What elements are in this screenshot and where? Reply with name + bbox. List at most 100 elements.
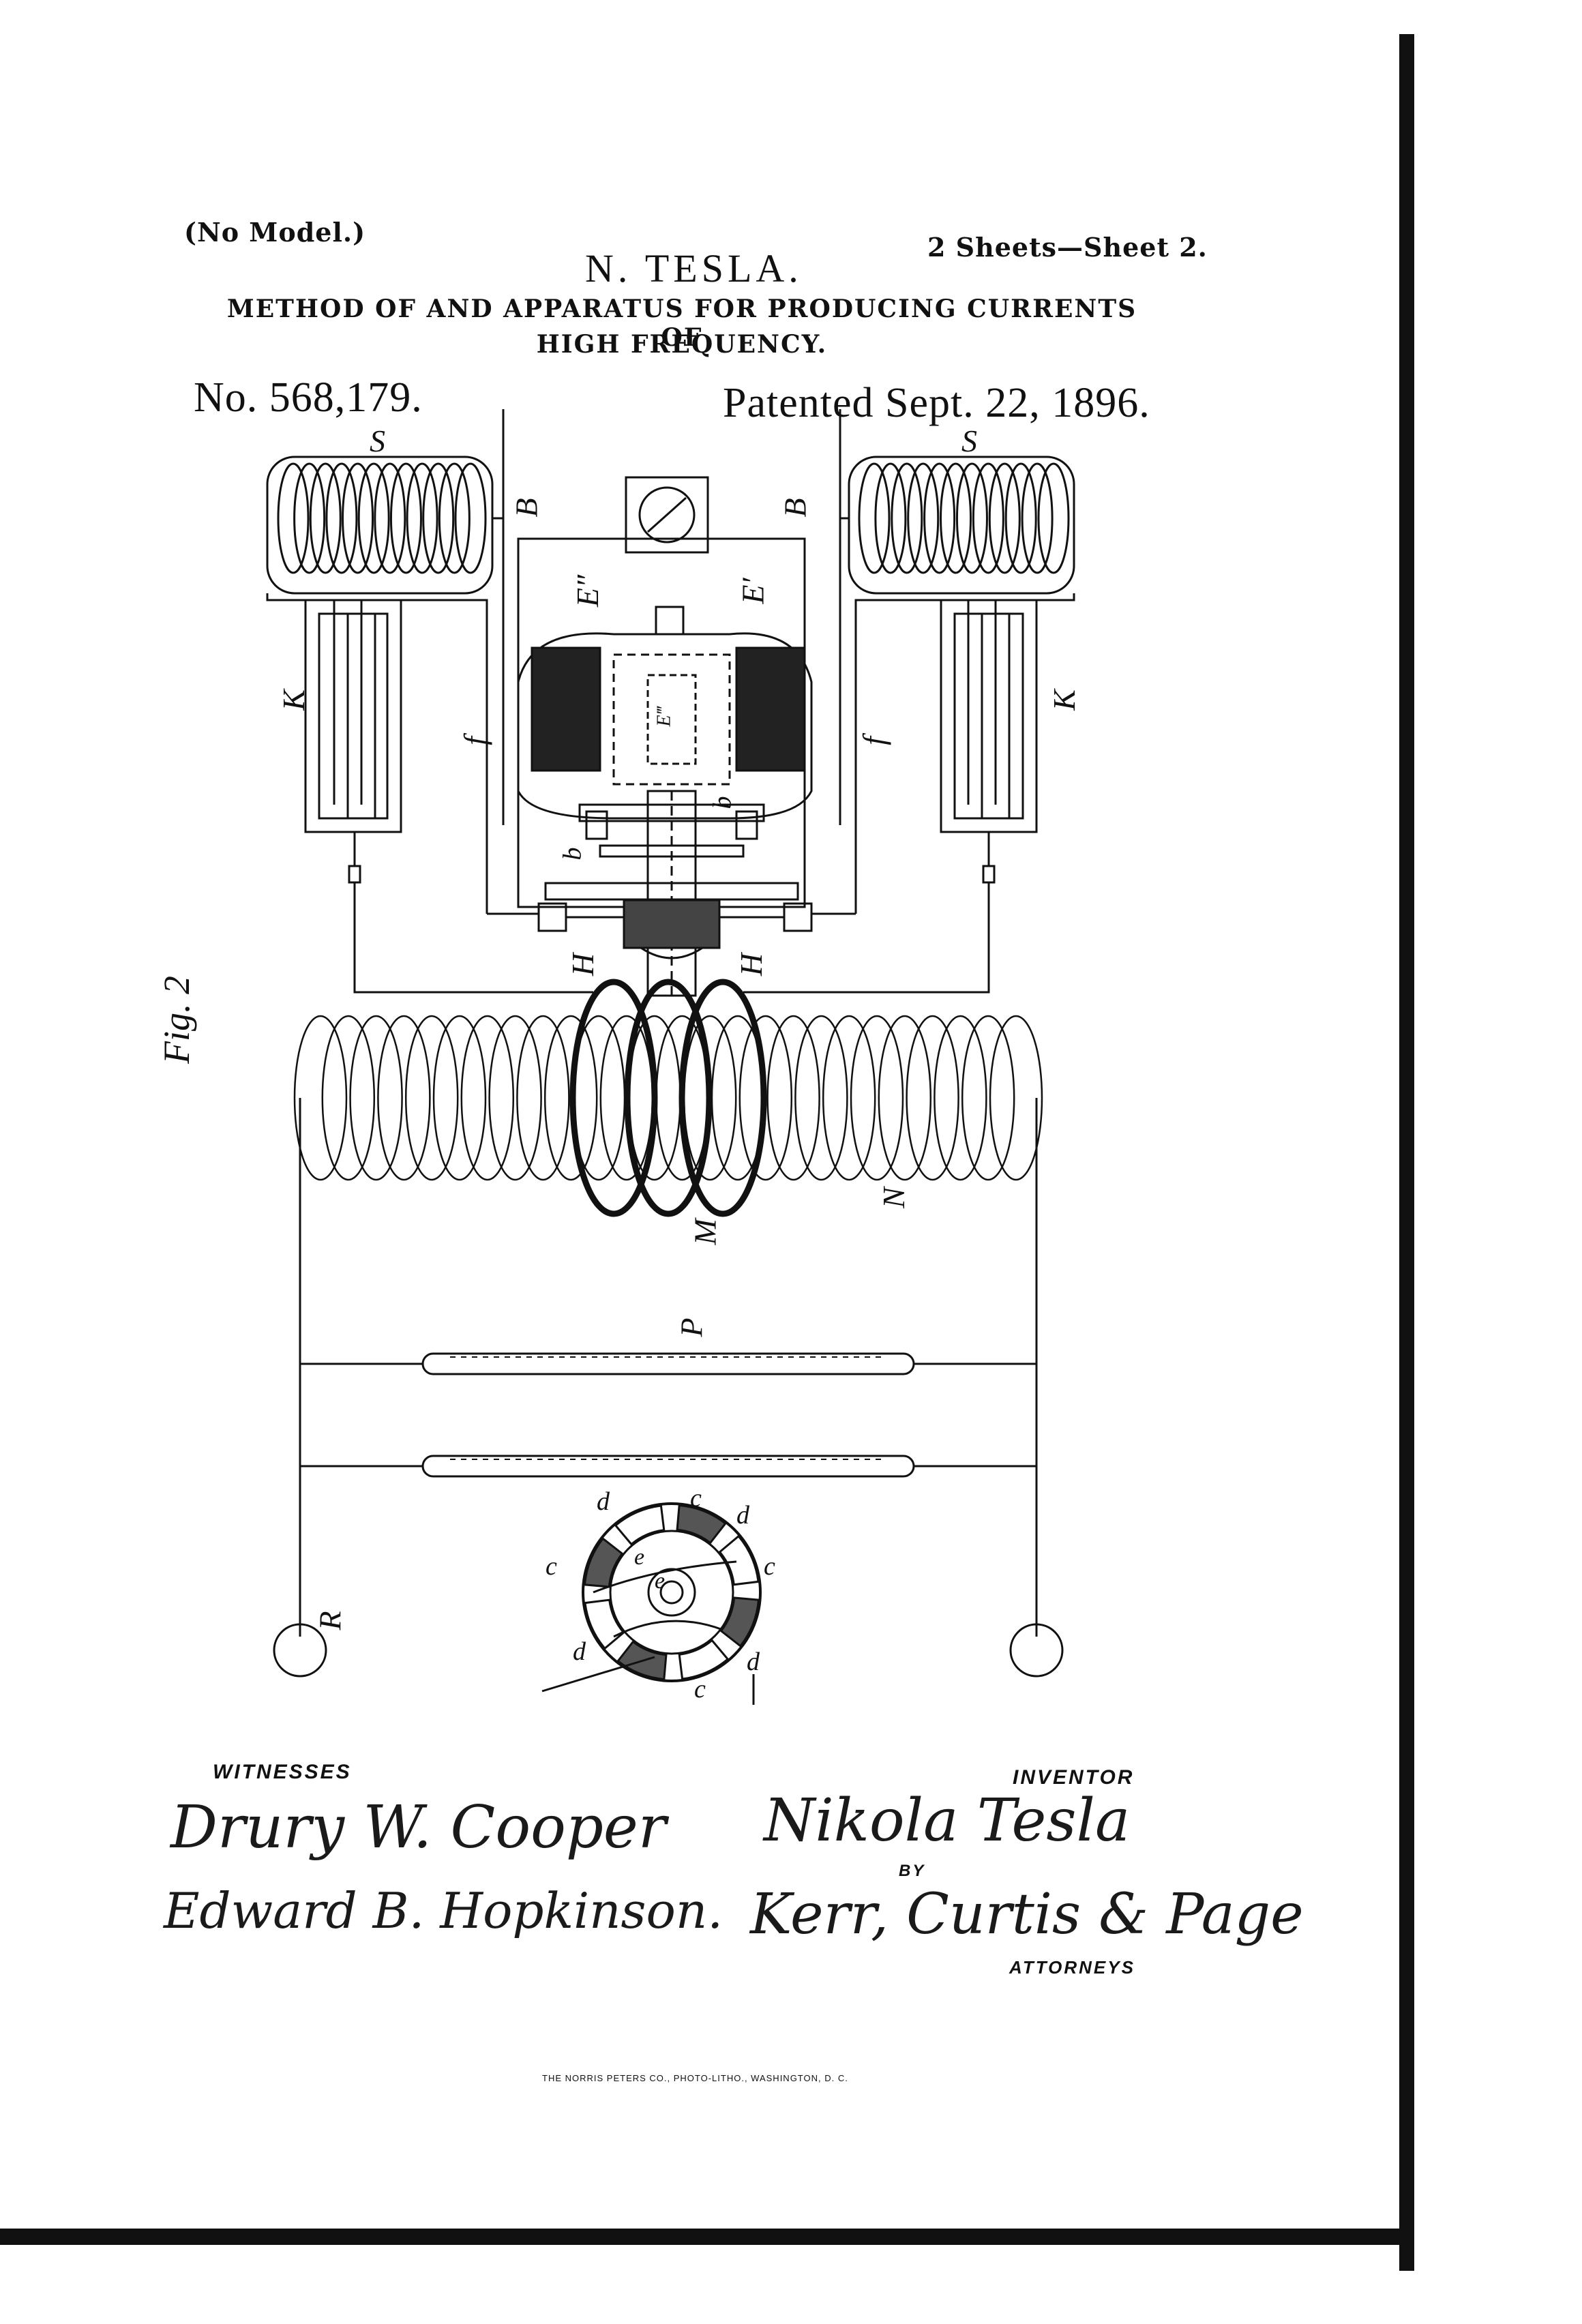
label-d-1: d [597, 1487, 610, 1516]
coil-turn [906, 1015, 959, 1181]
coil-turn [1037, 462, 1070, 574]
printer-imprint: THE NORRIS PETERS CO., PHOTO-LITHO., WAS… [542, 2073, 848, 2083]
inventor-signature: Nikola Tesla [764, 1787, 1131, 1855]
coil-turn [357, 462, 390, 574]
label-b-left: B [509, 498, 544, 518]
coil-turn [349, 1015, 403, 1181]
coil-turn [389, 462, 422, 574]
coil-turn [955, 462, 988, 574]
coil-turn [961, 1015, 1015, 1181]
coil-turn [858, 462, 891, 574]
label-k-left: K [275, 689, 311, 711]
coil-turn [934, 1015, 987, 1181]
label-k-right: K [1046, 689, 1081, 711]
coil-turn [377, 1015, 431, 1181]
coil-turn [988, 462, 1021, 574]
condenser-k-right [940, 599, 1038, 982]
commutator-segment [719, 1596, 760, 1648]
label-c-2: c [764, 1552, 775, 1581]
label-c-4: c [694, 1675, 706, 1703]
coil-turn [543, 1015, 598, 1181]
coil-turn [923, 462, 956, 574]
coil-turn [404, 1015, 459, 1181]
label-d-4: d [747, 1648, 760, 1676]
condenser-k-left [304, 599, 402, 982]
title-line-1: METHOD OF AND APPARATUS FOR PRODUCING CU… [226, 295, 1137, 352]
commutator-segment [614, 1504, 666, 1546]
coil-turn [309, 462, 342, 574]
coil-turn [1021, 462, 1054, 574]
label-b-brush-left: b [558, 847, 587, 861]
commutator-segment [583, 1537, 624, 1588]
alternator [487, 606, 856, 997]
label-s-left: S [370, 423, 385, 458]
label-e-triple: E‴ [653, 706, 675, 727]
coil-turn [940, 462, 972, 574]
coil-turn [874, 462, 907, 574]
attorneys-label: ATTORNEYS [1009, 1957, 1135, 1978]
witness-2-signature: Edward B. Hopkinson. [164, 1882, 723, 1939]
label-s-right: S [961, 423, 977, 458]
label-e-1: e [634, 1545, 645, 1570]
coil-turn [422, 462, 455, 574]
coil-s-right [848, 456, 1075, 595]
coil-turn [406, 462, 438, 574]
label-c-3: c [690, 1484, 702, 1513]
coil-turn [738, 1015, 793, 1181]
coil-turn [850, 1015, 904, 1181]
coil-turn [342, 462, 374, 574]
coil-turn [321, 1015, 376, 1181]
label-m: M [687, 1219, 723, 1245]
witnesses-label: WITNESSES [213, 1761, 352, 1783]
attorneys-signature: Kerr, Curtis & Page [750, 1882, 1304, 1947]
coil-turn [454, 462, 487, 574]
label-e-prime: E′ [735, 578, 771, 604]
model-note: (No Model.) [184, 217, 366, 248]
coil-turn [1004, 462, 1037, 574]
label-h-left: H [565, 953, 601, 977]
coil-turn [878, 1015, 932, 1181]
label-f-right: f [856, 736, 891, 745]
label-h-right: H [734, 953, 769, 977]
coil-turn [972, 462, 1004, 574]
commutator-segment [584, 1598, 625, 1650]
coil-turn [438, 462, 471, 574]
commutator-segment [678, 1639, 730, 1680]
label-b-right: B [777, 498, 813, 518]
bottom-border [0, 2229, 1414, 2245]
coil-turn [794, 1015, 848, 1181]
label-fig-2: Fig. 2 [156, 976, 197, 1064]
coil-turn [488, 1015, 542, 1181]
label-b-brush-right: b [708, 796, 737, 809]
wiring-lower [353, 982, 990, 994]
coil-turn [907, 462, 940, 574]
label-d-3: d [573, 1637, 586, 1666]
inventor-label: INVENTOR [1013, 1766, 1135, 1789]
coil-turn [460, 1015, 515, 1181]
commutator-segment [718, 1534, 760, 1586]
secondary-coil-n [293, 1015, 1043, 1181]
label-f-left: f [457, 736, 492, 745]
coil-turn [293, 1015, 348, 1181]
label-n: N [876, 1187, 911, 1208]
coil-turn [432, 1015, 487, 1181]
coil-turn [822, 1015, 876, 1181]
label-d-2: d [736, 1501, 749, 1530]
coil-turn [516, 1015, 570, 1181]
commutator-disc [541, 1502, 762, 1705]
coil-turn [989, 1015, 1043, 1181]
title-line-2: HIGH FREQUENCY. [536, 330, 828, 359]
coil-turn [766, 1015, 820, 1181]
coil-turn [325, 462, 358, 574]
label-p: P [674, 1317, 709, 1337]
coil-s-left [266, 456, 494, 595]
label-r: R [312, 1611, 348, 1630]
sheets-note: 2 Sheets—Sheet 2. [927, 232, 1208, 263]
coil-turn [277, 462, 310, 574]
primary-coil-m [569, 979, 767, 1217]
commutator-segment [676, 1504, 727, 1545]
patent-number: No. 568,179. [194, 374, 423, 421]
patent-date: Patented Sept. 22, 1896. [723, 380, 1150, 426]
label-e-2: e [655, 1568, 666, 1594]
